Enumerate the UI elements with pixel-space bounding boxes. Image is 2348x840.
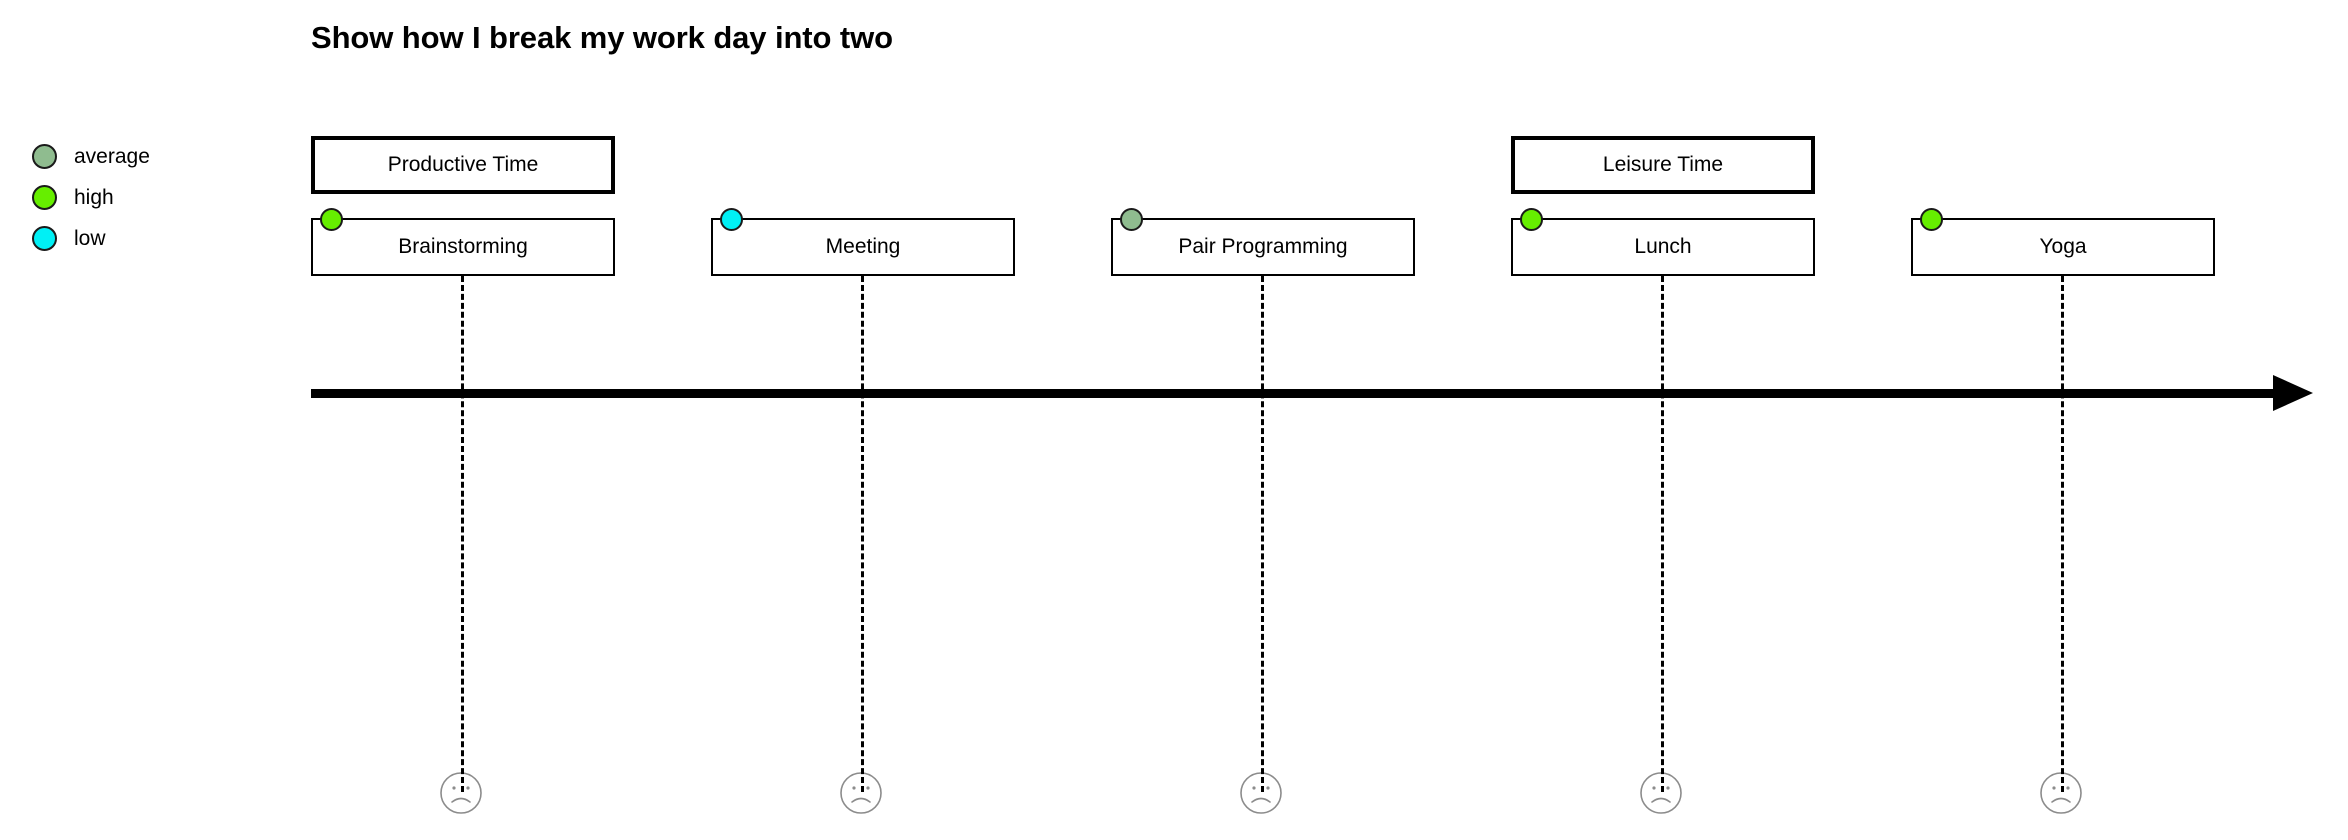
phase-box-leisure-time[interactable]: Leisure Time (1511, 136, 1815, 194)
status-dot-low-icon[interactable] (720, 208, 743, 231)
legend-swatch-high-icon (32, 185, 57, 210)
status-dot-high-icon[interactable] (1920, 208, 1943, 231)
event-label: Pair Programming (1178, 235, 1348, 258)
legend-label-low: low (74, 226, 106, 250)
page-title: Show how I break my work day into two (311, 20, 893, 55)
connector-line-lunch (1661, 276, 1664, 792)
legend-label-average: average (74, 144, 150, 168)
phase-label: Productive Time (387, 153, 539, 176)
status-dot-high-icon[interactable] (320, 208, 343, 231)
legend-item-average[interactable]: average (32, 136, 150, 177)
phase-box-productive-time[interactable]: Productive Time (311, 136, 615, 194)
phase-label: Leisure Time (1602, 153, 1724, 176)
status-dot-high-icon[interactable] (1520, 208, 1543, 231)
legend-label-high: high (74, 185, 114, 209)
connector-line-pair-programming (1261, 276, 1264, 792)
status-dot-average-icon[interactable] (1120, 208, 1143, 231)
event-box-brainstorming[interactable]: Brainstorming (311, 218, 615, 276)
event-label: Brainstorming (398, 235, 528, 258)
event-label: Yoga (2039, 235, 2087, 258)
event-box-pair-programming[interactable]: Pair Programming (1111, 218, 1415, 276)
legend-swatch-average-icon (32, 144, 57, 169)
timeline-axis (311, 375, 2313, 412)
legend: average high low (32, 136, 150, 259)
connector-line-yoga (2061, 276, 2064, 792)
connector-line-brainstorming (461, 276, 464, 792)
legend-item-low[interactable]: low (32, 218, 150, 259)
event-label: Meeting (825, 235, 901, 258)
event-box-yoga[interactable]: Yoga (1911, 218, 2215, 276)
timeline-arrow-icon (2273, 375, 2313, 411)
event-label: Lunch (1634, 235, 1692, 258)
event-box-lunch[interactable]: Lunch (1511, 218, 1815, 276)
event-box-meeting[interactable]: Meeting (711, 218, 1015, 276)
connector-line-meeting (861, 276, 864, 792)
timeline-axis-line (311, 389, 2280, 398)
legend-item-high[interactable]: high (32, 177, 150, 218)
legend-swatch-low-icon (32, 226, 57, 251)
